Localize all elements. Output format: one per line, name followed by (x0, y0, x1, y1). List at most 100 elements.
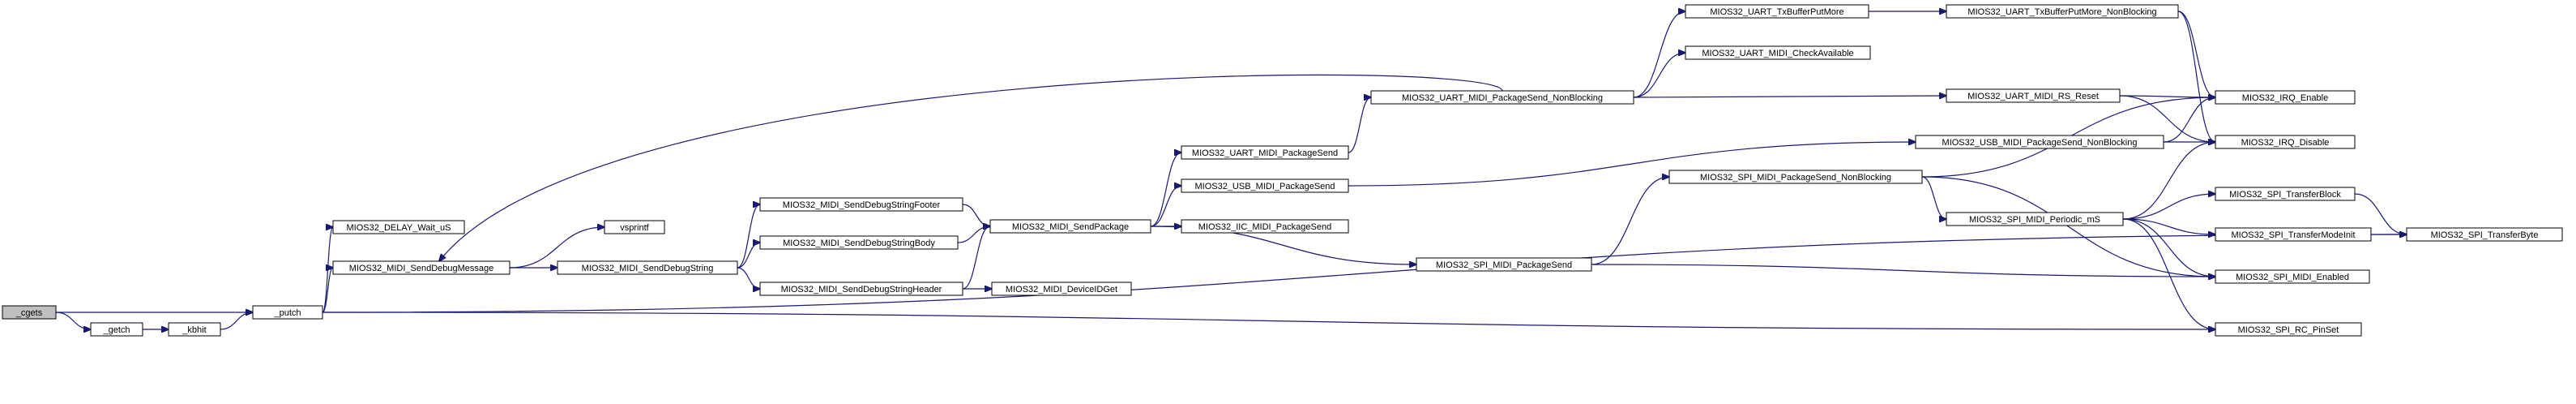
node-kbhit[interactable]: _kbhit (168, 322, 221, 337)
node-mios32-spi-transferblock[interactable]: MIOS32_SPI_TransferBlock (2215, 187, 2356, 201)
nodes-layer: _cgets _getch _kbhit _putch MIOS32_DELAY_Wai… (2, 4, 2563, 337)
node-label: MIOS32_MIDI_DeviceIDGet (1006, 285, 1117, 294)
edge-line (1591, 264, 2215, 277)
node-label: MIOS32_UART_MIDI_RS_Reset (1967, 92, 2099, 101)
node-label: MIOS32_MIDI_SendDebugMessage (349, 264, 494, 273)
edge-mios32-spi-midi-packagesend-nonblocking-to-mios32-spi-midi-enabled (1921, 176, 2215, 277)
edge-mios32-spi-midi-periodic-ms-to-mios32-spi-transferblock (2122, 194, 2215, 220)
edge-line (2122, 194, 2215, 220)
edge-line (1633, 53, 1685, 98)
edge-line (1633, 96, 1946, 97)
node-mios32-uart-txbufferputmore[interactable]: MIOS32_UART_TxBufferPutMore (1685, 4, 1869, 19)
edge-mios32-midi-sendpackage-to-mios32-usb-midi-packagesend (1150, 186, 1181, 227)
node-mios32-midi-senddebugmessage[interactable]: MIOS32_MIDI_SendDebugMessage (332, 260, 511, 275)
edge-line (220, 312, 253, 330)
node-box (991, 282, 1132, 296)
node-box (90, 322, 143, 337)
edge-line (2122, 218, 2215, 277)
node-mios32-irq-enable[interactable]: MIOS32_IRQ_Enable (2215, 90, 2356, 105)
edge-mios32-midi-senddebugstring-to-mios32-midi-senddebugstringheader (737, 267, 760, 289)
node-label: _putch (273, 308, 301, 318)
node-mios32-midi-deviceidget[interactable]: MIOS32_MIDI_DeviceIDGet (991, 282, 1132, 296)
node-mios32-uart-midi-packagesend-nonblocking[interactable]: MIOS32_UART_MIDI_PackageSend_NonBlocking (1370, 90, 1634, 105)
node-mios32-midi-senddebugstring[interactable]: MIOS32_MIDI_SendDebugString (557, 260, 738, 275)
edge-mios32-midi-senddebugstringheader-to-mios32-midi-sendpackage (962, 226, 990, 290)
edge-line (2122, 142, 2215, 220)
node-box (2215, 187, 2356, 201)
edge-line (1921, 176, 2215, 277)
node-mios32-spi-transfermodeinit[interactable]: MIOS32_SPI_TransferModeInit (2215, 227, 2372, 242)
node-box (1181, 145, 1349, 160)
edge-mios32-uart-midi-packagesend-to-mios32-uart-midi-packagesend-nonblocking (1348, 97, 1371, 153)
edge-mios32-midi-senddebugstring-to-mios32-midi-senddebugstringbody (737, 243, 760, 269)
node-putch[interactable]: _putch (252, 305, 323, 320)
node-box (1416, 257, 1592, 272)
node-box (2215, 322, 2362, 337)
node-mios32-spi-midi-periodic-ms[interactable]: MIOS32_SPI_MIDI_Periodic_mS (1946, 212, 2124, 226)
node-mios32-usb-midi-packagesend-nonblocking[interactable]: MIOS32_USB_MIDI_PackageSend_NonBlocking (1915, 135, 2164, 149)
node-box (1181, 219, 1349, 234)
node-label: MIOS32_IRQ_Disable (2241, 138, 2330, 148)
node-mios32-spi-midi-packagesend[interactable]: MIOS32_SPI_MIDI_PackageSend (1416, 257, 1592, 272)
node-mios32-midi-sendpackage[interactable]: MIOS32_MIDI_SendPackage (989, 219, 1151, 234)
edge-mios32-spi-midi-packagesend-to-mios32-spi-midi-enabled (1591, 264, 2215, 277)
node-mios32-uart-txbufferputmore-nonblocking[interactable]: MIOS32_UART_TxBufferPutMore_NonBlocking (1946, 4, 2179, 19)
node-mios32-spi-midi-packagesend-nonblocking[interactable]: MIOS32_SPI_MIDI_PackageSend_NonBlocking (1668, 170, 1923, 184)
node-box (2406, 227, 2563, 242)
node-mios32-spi-transferbyte[interactable]: MIOS32_SPI_TransferByte (2406, 227, 2563, 242)
edge-mios32-uart-midi-packagesend-nonblocking-to-mios32-uart-midi-rs-reset (1633, 96, 1946, 97)
node-label: MIOS32_UART_MIDI_PackageSend_NonBlocking (1402, 93, 1603, 103)
node-label: MIOS32_SPI_MIDI_PackageSend_NonBlocking (1700, 173, 1891, 183)
node-box (332, 260, 511, 275)
node-getch[interactable]: _getch (90, 322, 143, 337)
edge-mios32-usb-midi-packagesend-nonblocking-to-mios32-irq-enable (2163, 97, 2215, 143)
edge-line (55, 312, 91, 329)
node-box (1946, 212, 2124, 226)
edge-line (509, 227, 604, 269)
node-box (2215, 269, 2370, 284)
node-box (1370, 90, 1634, 105)
node-mios32-midi-senddebugstringbody[interactable]: MIOS32_MIDI_SendDebugStringBody (759, 235, 959, 250)
node-label: MIOS32_UART_MIDI_CheckAvailable (1702, 49, 1853, 58)
node-label: _cgets (15, 308, 43, 318)
edge-mios32-spi-midi-packagesend-to-mios32-spi-midi-packagesend-nonblocking (1591, 177, 1669, 265)
node-cgets[interactable]: _cgets (2, 305, 57, 320)
node-mios32-delay-wait-us[interactable]: MIOS32_DELAY_Wait_uS (332, 220, 465, 234)
edge-line (2354, 193, 2407, 234)
node-box (1915, 135, 2164, 149)
node-box (2215, 90, 2356, 105)
edge-line (1150, 186, 1181, 227)
node-label: MIOS32_SPI_TransferByte (2431, 230, 2539, 240)
edge-line (1591, 177, 1669, 265)
node-box (1685, 4, 1869, 19)
node-label: MIOS32_IIC_MIDI_PackageSend (1198, 222, 1331, 232)
node-mios32-usb-midi-packagesend[interactable]: MIOS32_USB_MIDI_PackageSend (1181, 178, 1349, 193)
node-mios32-spi-rc-pinset[interactable]: MIOS32_SPI_RC_PinSet (2215, 322, 2362, 337)
node-label: MIOS32_DELAY_Wait_uS (346, 223, 451, 233)
edge-mios32-spi-midi-periodic-ms-to-mios32-spi-transfermodeinit (2122, 218, 2215, 234)
edge-mios32-spi-midi-periodic-ms-to-mios32-spi-rc-pinset (2122, 218, 2215, 329)
edge-mios32-uart-midi-packagesend-nonblocking-to-mios32-uart-txbufferputmore (1633, 11, 1685, 98)
edge-putch-to-mios32-midi-senddebugmessage (322, 268, 333, 313)
node-mios32-uart-midi-packagesend[interactable]: MIOS32_UART_MIDI_PackageSend (1181, 145, 1349, 160)
edges-layer (55, 11, 2407, 330)
node-mios32-midi-senddebugstringfooter[interactable]: MIOS32_MIDI_SendDebugStringFooter (759, 197, 963, 212)
node-mios32-midi-senddebugstringheader[interactable]: MIOS32_MIDI_SendDebugStringHeader (759, 282, 963, 296)
edge-mios32-uart-midi-packagesend-nonblocking-to-mios32-midi-senddebugmessage (439, 74, 1503, 261)
node-label: MIOS32_MIDI_SendPackage (1012, 222, 1129, 232)
edge-mios32-uart-midi-rs-reset-to-mios32-irq-disable (2119, 95, 2215, 142)
node-mios32-uart-midi-checkavailable[interactable]: MIOS32_UART_MIDI_CheckAvailable (1685, 45, 1871, 60)
node-label: MIOS32_SPI_MIDI_PackageSend (1436, 260, 1572, 270)
edge-kbhit-to-putch (220, 312, 253, 330)
node-mios32-uart-midi-rs-reset[interactable]: MIOS32_UART_MIDI_RS_Reset (1946, 88, 2121, 103)
node-mios32-iic-midi-packagesend[interactable]: MIOS32_IIC_MIDI_PackageSend (1181, 219, 1349, 234)
node-mios32-spi-midi-enabled[interactable]: MIOS32_SPI_MIDI_Enabled (2215, 269, 2370, 284)
edge-mios32-midi-sendpackage-to-mios32-uart-midi-packagesend (1150, 153, 1181, 227)
edge-line (737, 204, 760, 269)
edge-line (1150, 153, 1181, 227)
node-mios32-irq-disable[interactable]: MIOS32_IRQ_Disable (2215, 135, 2356, 149)
node-vsprintf[interactable]: vsprintf (604, 220, 665, 234)
edge-line (2177, 11, 2215, 142)
node-box (2215, 135, 2356, 149)
node-box (759, 282, 963, 296)
